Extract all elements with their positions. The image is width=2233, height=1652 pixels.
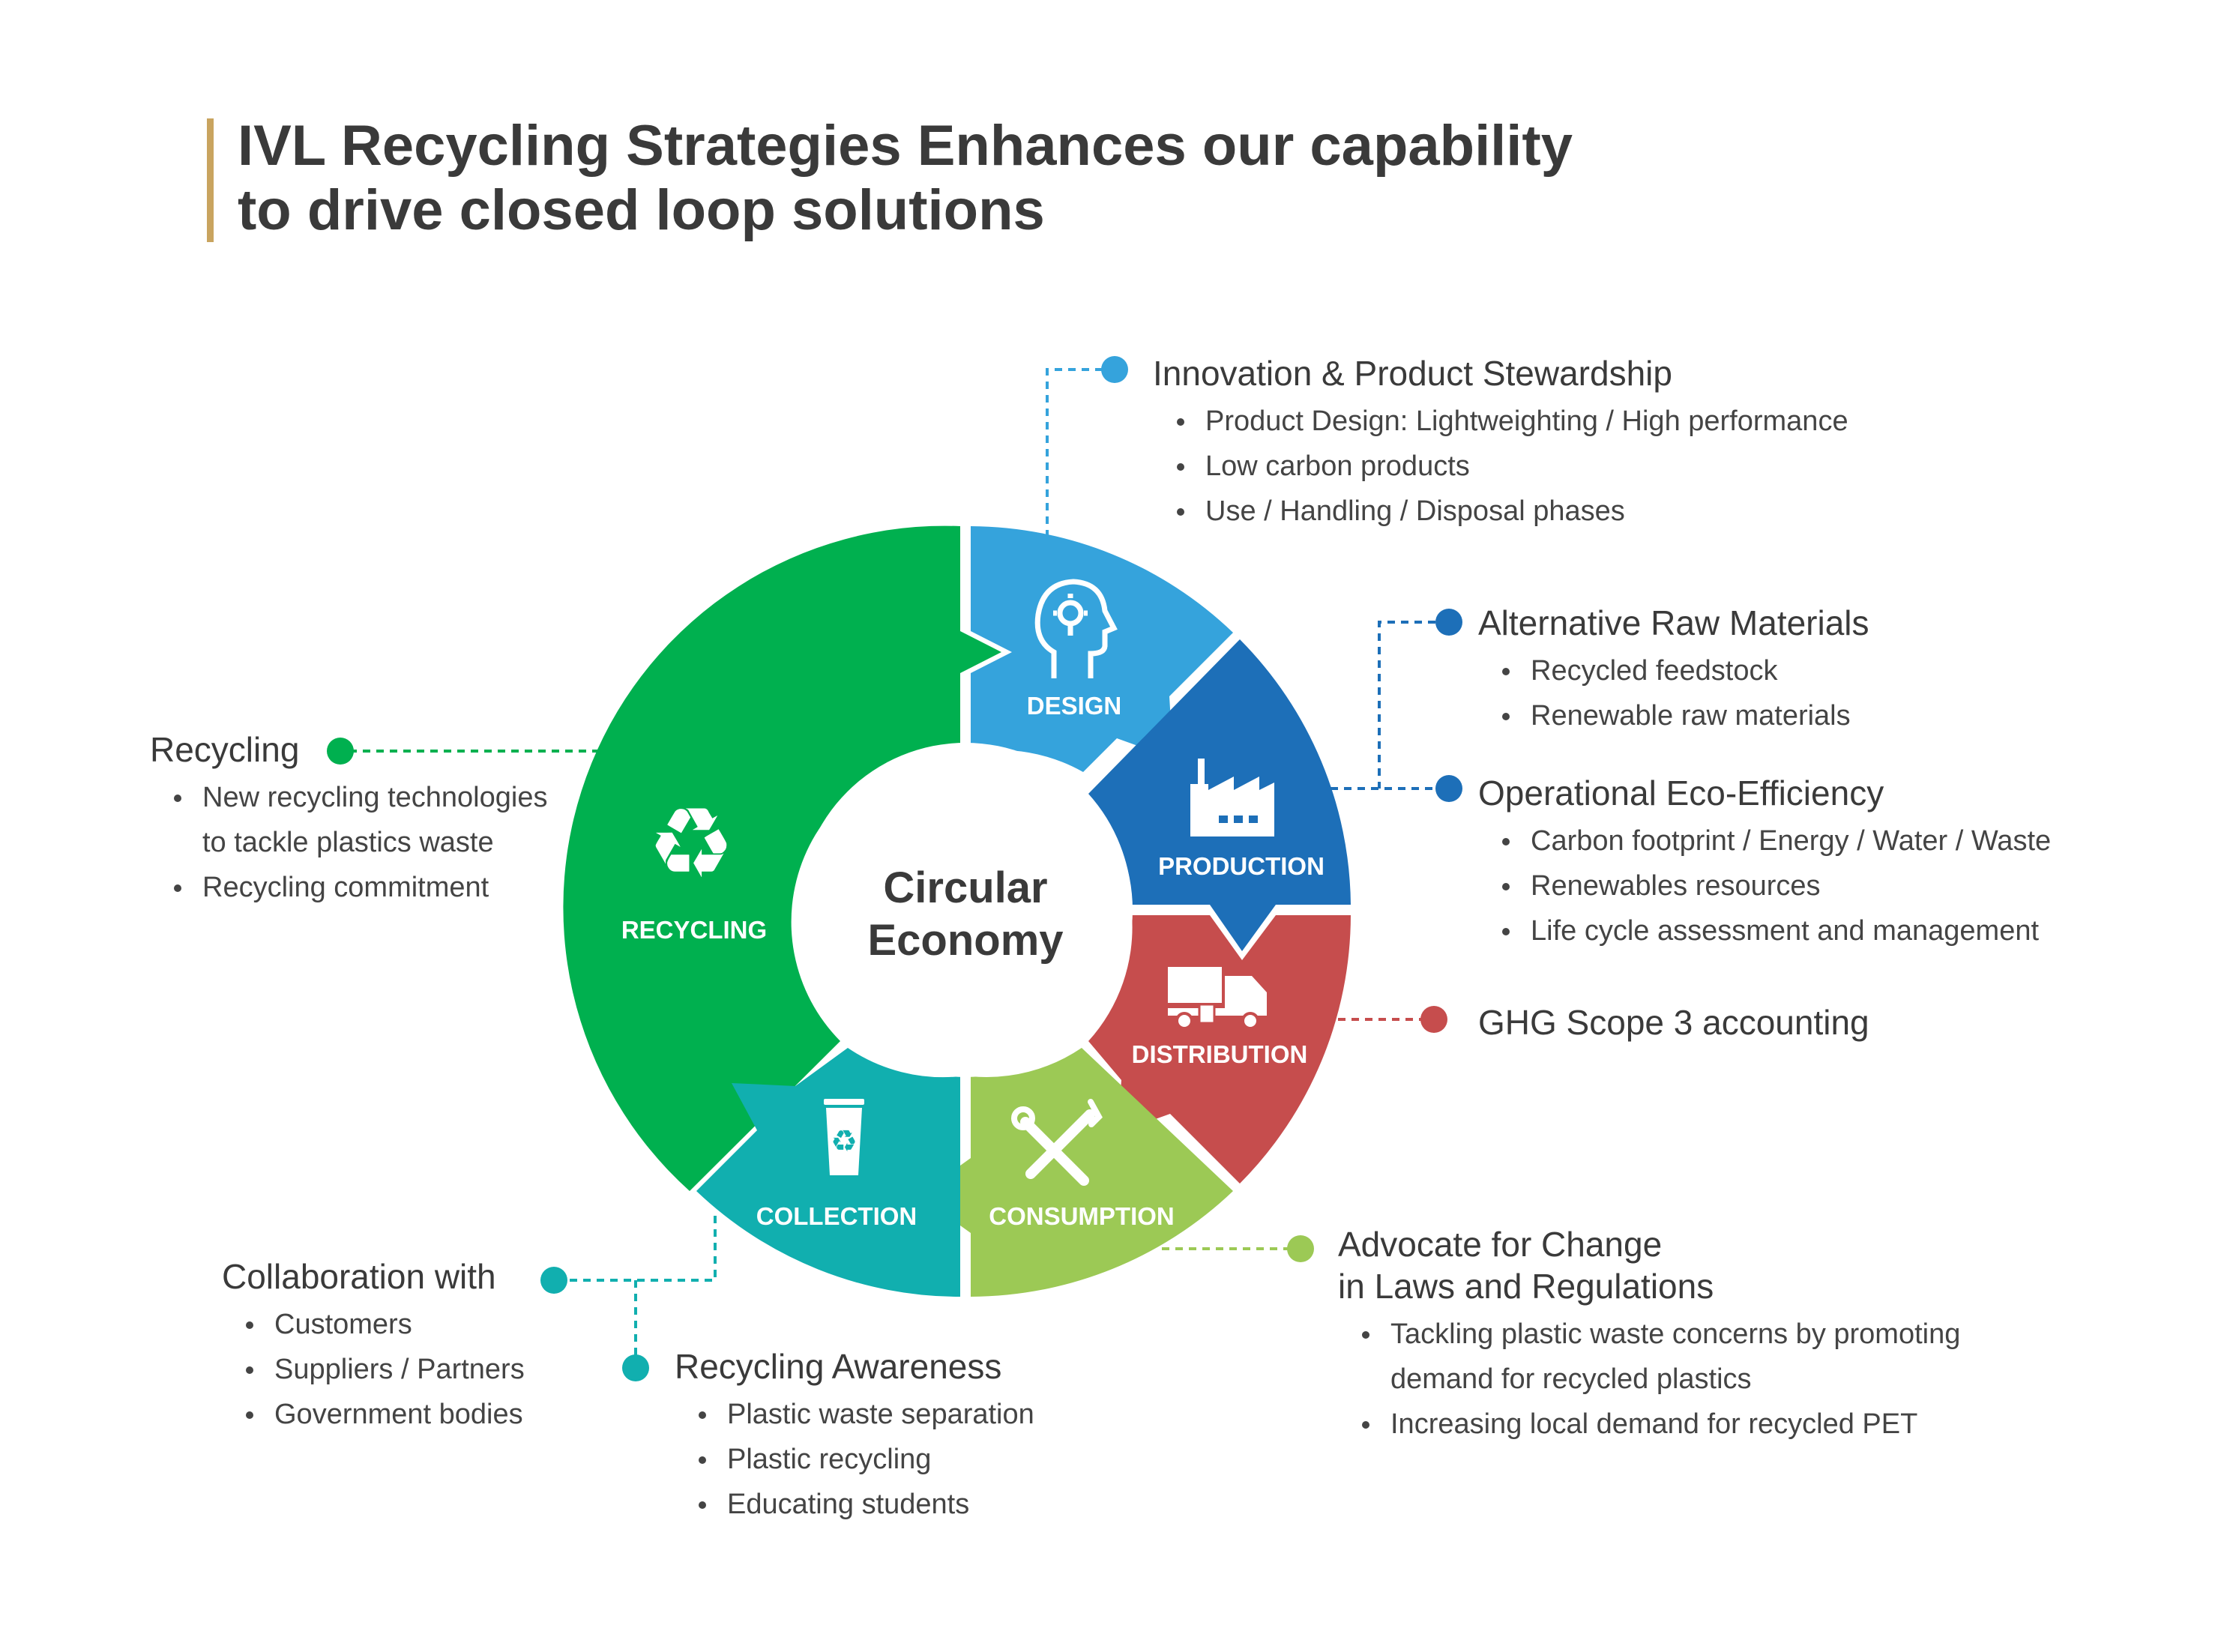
callout-collaboration: Collaboration with Customers Suppliers /… [222,1255,525,1437]
recycle-icon: ♻ [648,786,735,900]
callout-recycling-awareness: Recycling Awareness Plastic waste separa… [675,1345,1034,1527]
list-item-continuation: demand for recycled plastics [1390,1363,1752,1395]
tools-icon [1011,1099,1103,1186]
callout-ghg: GHG Scope 3 accounting [1478,1001,1869,1043]
dot-raw-materials [1435,609,1462,636]
callout-heading: Alternative Raw Materials [1478,603,1869,642]
connector-collaboration [554,1216,717,1282]
list-item: Renewable raw materials [1501,693,1869,738]
center-label-line-1: Circular [883,863,1047,912]
dot-ghg [1420,1006,1447,1033]
list-item: Life cycle assessment and management [1501,908,2051,953]
list-item: Plastic recycling [697,1437,1034,1482]
callout-eco-efficiency: Operational Eco-Efficiency Carbon footpr… [1478,772,2051,953]
list-item: Educating students [697,1482,1034,1527]
list-item: Renewables resources [1501,863,2051,908]
svg-text:♻: ♻ [648,786,735,900]
callout-heading: Collaboration with [222,1257,496,1296]
dot-collaboration [540,1267,567,1294]
callout-advocate: Advocate for Change in Laws and Regulati… [1338,1223,1960,1447]
list-item: Increasing local demand for recycled PET [1360,1402,1960,1447]
page-title: IVL Recycling Strategies Enhances our ca… [238,114,1573,243]
list-item: Customers [244,1302,525,1347]
callout-heading: Recycling Awareness [675,1347,1002,1386]
list-item: Tackling plastic waste concerns by promo… [1360,1312,1960,1357]
callout-heading: Innovation & Product Stewardship [1153,354,1672,393]
dot-advocate [1287,1235,1314,1262]
svg-text:♻: ♻ [831,1124,858,1159]
list-item: Government bodies [244,1392,525,1437]
list-item: Use / Handling / Disposal phases [1175,489,1848,534]
callout-heading-line-1: Advocate for Change [1338,1225,1663,1264]
head-lightbulb-icon [1034,579,1118,678]
segment-recycling [563,525,1001,1191]
list-item: Low carbon products [1175,444,1848,489]
segment-label-production: PRODUCTION [1158,852,1325,880]
title-accent-bar [207,118,214,242]
segment-label-design: DESIGN [1027,692,1122,720]
connector-innovation [1046,368,1115,537]
list-item: Carbon footprint / Energy / Water / Wast… [1501,819,2051,863]
callout-heading: Recycling [150,730,300,769]
list-item-continuation: to tackle plastics waste [202,827,494,858]
center-label-line-2: Economy [867,916,1063,965]
title-line-2: to drive closed loop solutions [238,178,1045,242]
truck-icon [1168,967,1267,1030]
title-line-1: IVL Recycling Strategies Enhances our ca… [238,114,1573,178]
callout-raw-materials: Alternative Raw Materials Recycled feeds… [1478,602,1869,738]
dot-recycling [327,738,354,765]
callout-heading: Operational Eco-Efficiency [1478,774,1884,813]
recycling-bin-icon: ♻ [824,1099,864,1175]
dot-awareness [622,1354,649,1381]
segment-collection [696,1048,960,1297]
dot-eco-efficiency [1435,775,1462,802]
callout-recycling: Recycling New recycling technologies to … [150,729,547,910]
callout-heading-line-2: in Laws and Regulations [1338,1267,1714,1306]
list-item: Plastic waste separation [697,1392,1034,1437]
segment-label-consumption: CONSUMPTION [989,1202,1175,1230]
segment-label-distribution: DISTRIBUTION [1132,1040,1308,1068]
callout-innovation: Innovation & Product Stewardship Product… [1153,352,1848,534]
list-item: Product Design: Lightweighting / High pe… [1175,399,1848,444]
list-item: Suppliers / Partners [244,1347,525,1392]
callout-heading: GHG Scope 3 accounting [1478,1003,1869,1042]
factory-icon [1190,759,1274,836]
list-item: Recycled feedstock [1501,648,1869,693]
dot-innovation [1101,356,1128,383]
connector-raw-materials [1378,621,1449,789]
center-circle [798,743,1133,1077]
list-item: New recycling technologies [172,775,547,820]
list-item: Recycling commitment [172,865,547,910]
segment-label-recycling: RECYCLING [621,916,767,944]
segment-label-collection: COLLECTION [756,1202,917,1230]
